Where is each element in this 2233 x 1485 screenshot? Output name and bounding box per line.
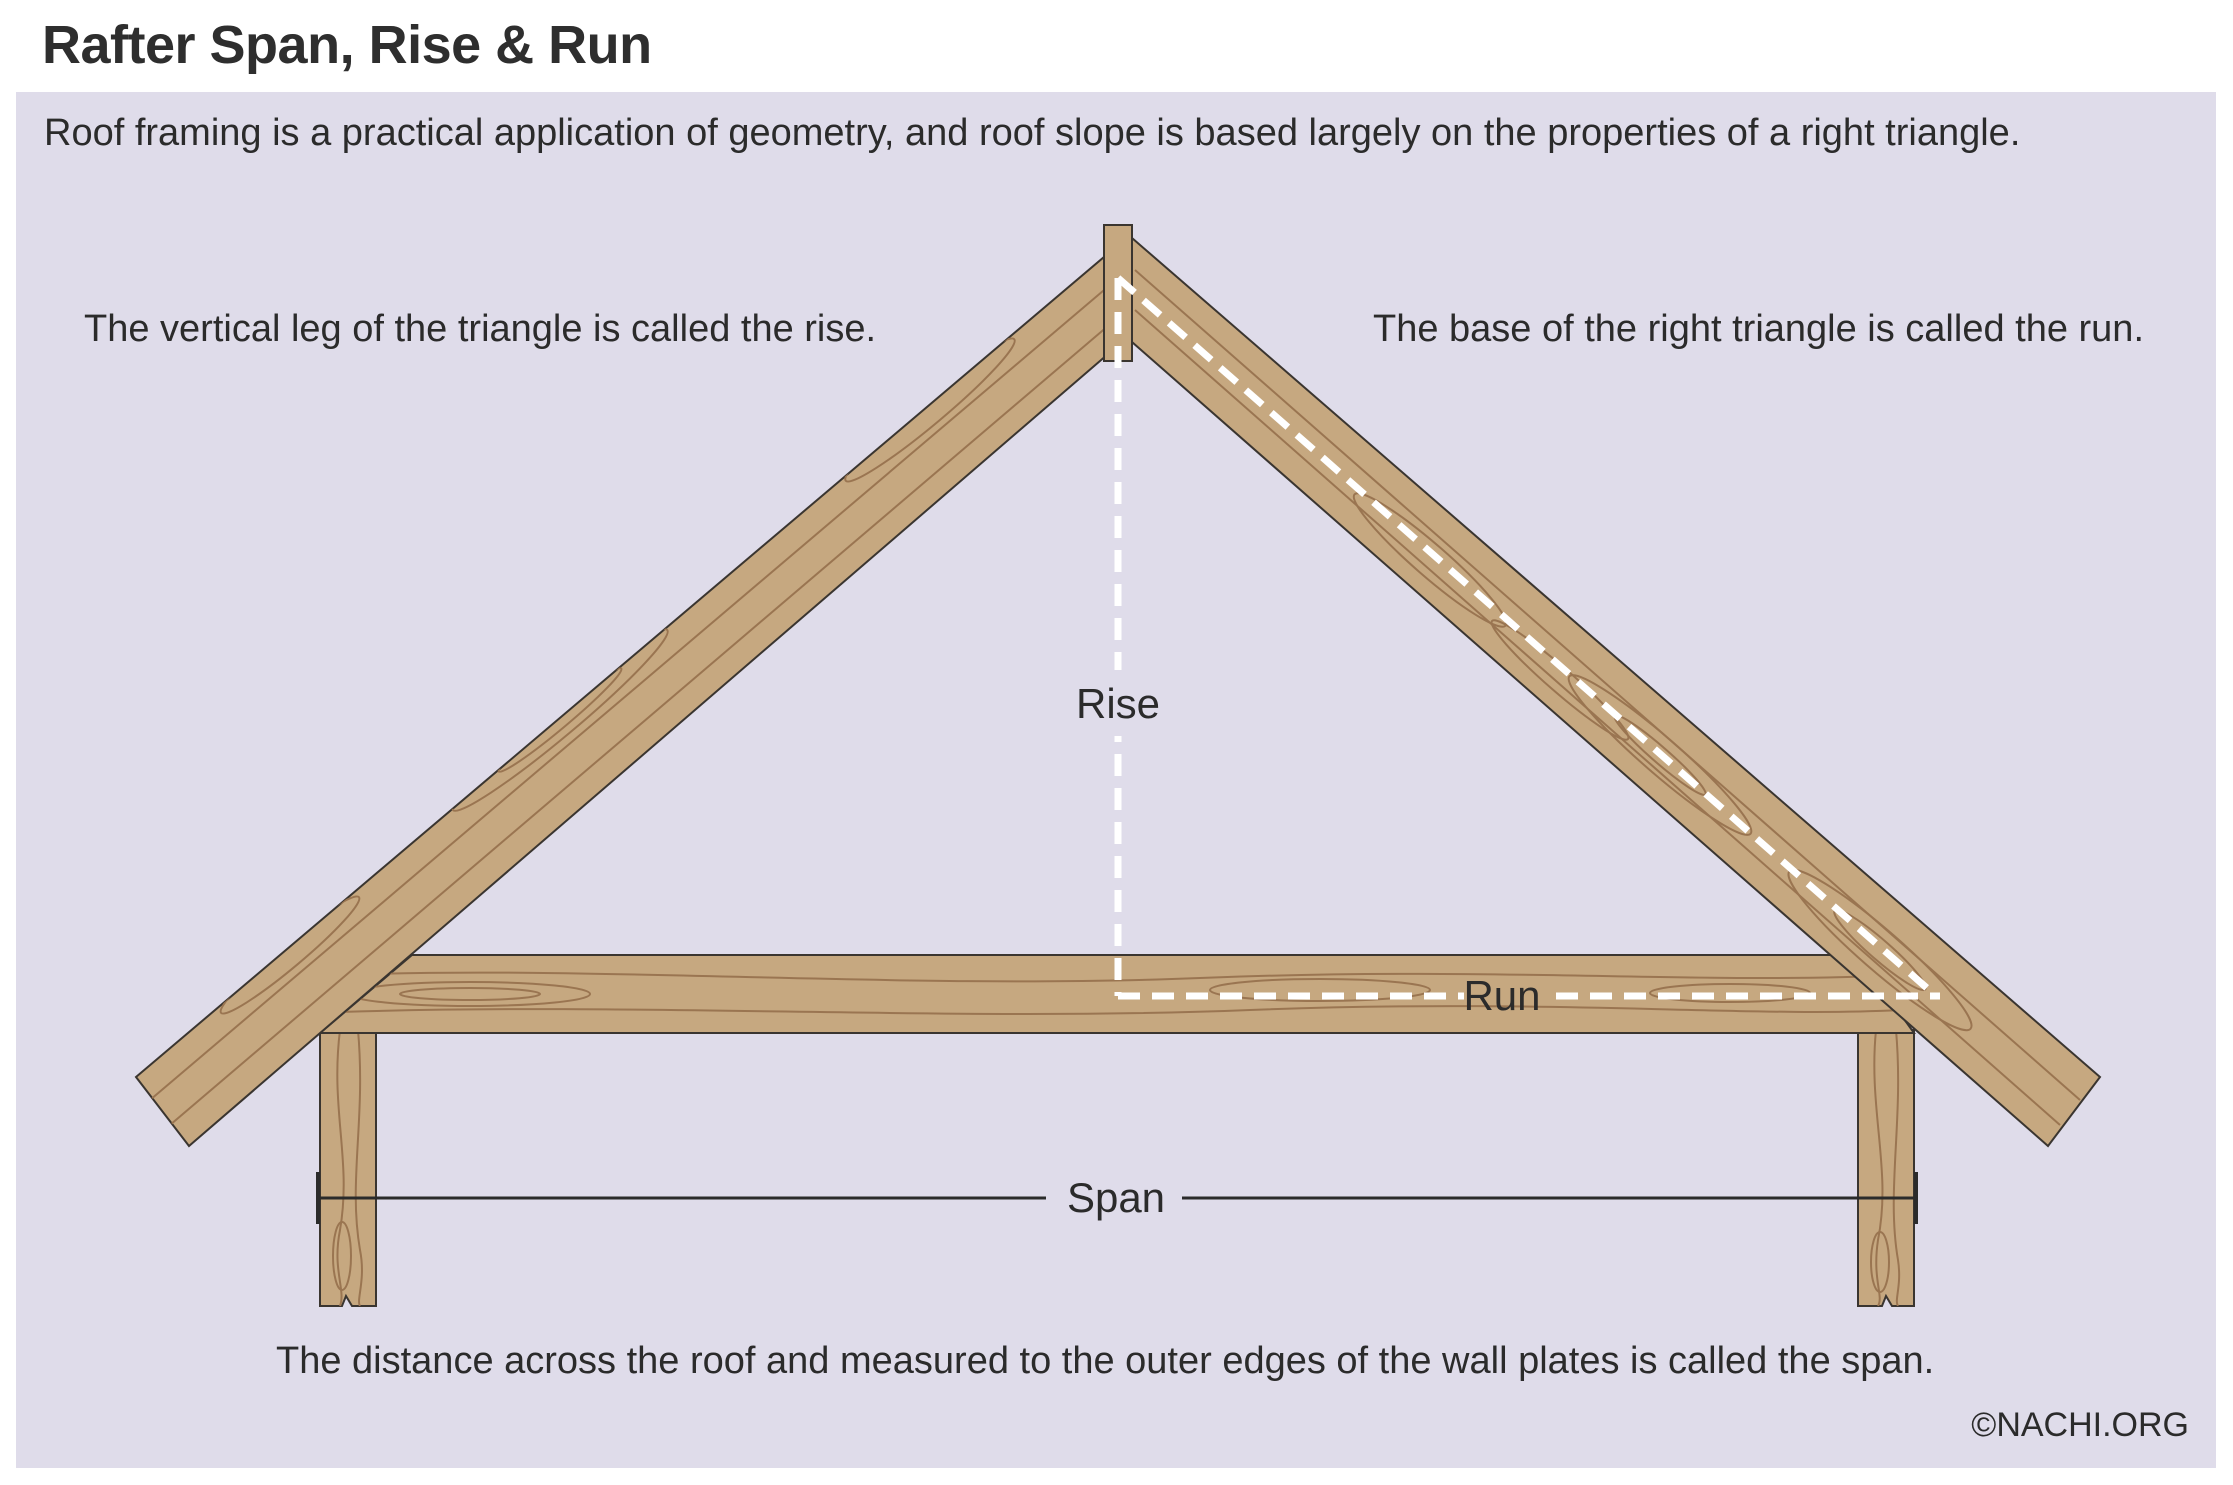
rise-label: Rise bbox=[1076, 680, 1160, 727]
span-caption: The distance across the roof and measure… bbox=[276, 1340, 1935, 1382]
span-label: Span bbox=[1067, 1174, 1165, 1221]
rafter-guide-line bbox=[1115, 275, 1939, 999]
intro-text: Roof framing is a practical application … bbox=[44, 112, 2021, 154]
run-label: Run bbox=[1463, 972, 1540, 1019]
right-wall-stud bbox=[1857, 1029, 1915, 1307]
page-title: Rafter Span, Rise & Run bbox=[42, 15, 652, 75]
rise-caption: The vertical leg of the triangle is call… bbox=[84, 308, 877, 350]
copyright-credit: ©NACHI.ORG bbox=[1971, 1406, 2189, 1444]
left-wall-stud bbox=[319, 1029, 377, 1307]
rise-label-backdrop bbox=[1072, 670, 1166, 736]
run-caption: The base of the right triangle is called… bbox=[1373, 308, 2145, 350]
left-rafter bbox=[134, 255, 1124, 1148]
span-dimension-line bbox=[316, 1172, 1918, 1224]
